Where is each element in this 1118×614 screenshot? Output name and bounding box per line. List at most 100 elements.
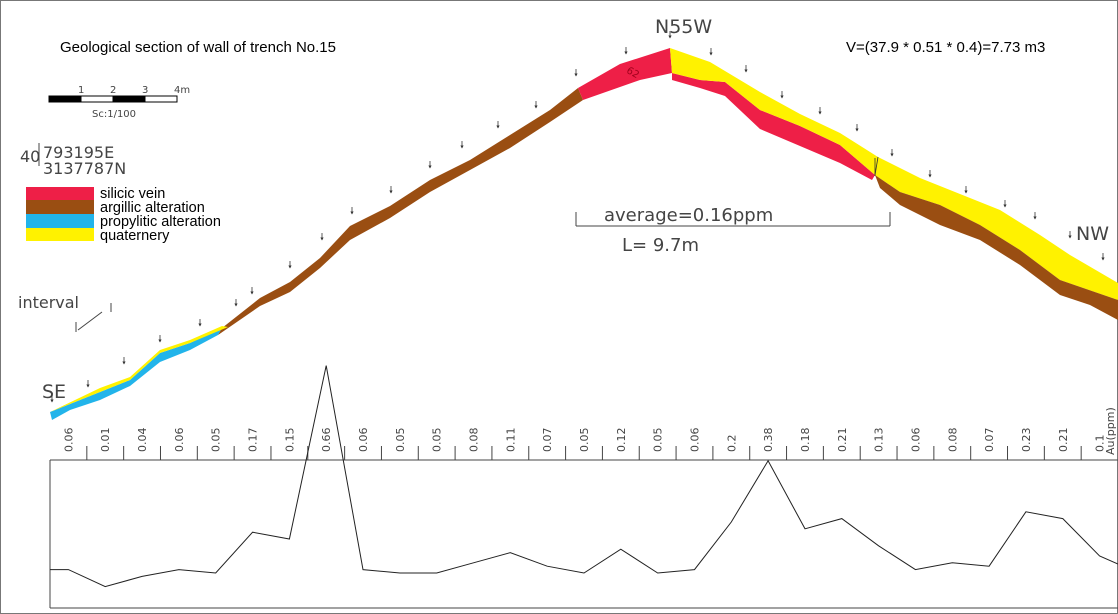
sample-arrow-head <box>389 190 393 194</box>
orientation-end-label: NW <box>1076 223 1109 245</box>
sample-value-label: 0.01 <box>99 428 112 453</box>
quaternery-layer-ne-upper <box>670 48 878 175</box>
sample-value-label: 0.04 <box>136 428 149 453</box>
sample-value-label: 0.05 <box>394 428 407 453</box>
sample-arrow-head <box>534 105 538 109</box>
legend-swatch-silicic <box>26 187 94 200</box>
cross-section: 62 <box>50 48 1118 420</box>
sample-arrow-head <box>496 125 500 129</box>
sample-value-label: 0.06 <box>688 428 701 453</box>
scale-tick-4m: 4m <box>174 85 190 96</box>
sample-arrow-head <box>86 384 90 388</box>
legend-label-argillic: argillic alteration <box>100 200 205 216</box>
argillic-layer-ne <box>875 175 1118 320</box>
length-note: L= 9.7m <box>622 235 699 256</box>
average-note: average=0.16ppm <box>604 205 773 226</box>
sample-value-label: 0.06 <box>909 428 922 453</box>
scale-tick-2: 2 <box>110 85 116 96</box>
sample-value-label: 0.12 <box>615 428 628 453</box>
silicic-vein-ne <box>672 73 875 180</box>
legend-label-propylitic: propylitic alteration <box>100 214 221 230</box>
sample-arrow-head <box>709 52 713 56</box>
scale-tick-1: 1 <box>78 85 84 96</box>
sample-arrow-head <box>350 211 354 215</box>
sample-arrow-head <box>1068 235 1072 239</box>
sample-value-label: 0.15 <box>283 428 296 453</box>
sample-arrow-head <box>855 128 859 132</box>
coordinate-zone: 40 <box>20 147 40 166</box>
sample-arrow-head <box>624 51 628 55</box>
coordinate-block: 40 793195E 3137787N <box>20 143 126 178</box>
coordinate-northing: 3137787N <box>43 159 126 178</box>
scale-label: Sc:1/100 <box>92 109 136 120</box>
sample-arrow-head <box>122 361 126 365</box>
sample-value-label: 0.1 <box>1094 435 1107 453</box>
sample-arrow-head <box>780 95 784 99</box>
interval-label: interval <box>18 293 79 312</box>
legend-label-quaternery: quaternery <box>100 228 170 244</box>
legend-swatch-argillic <box>26 200 94 214</box>
unit-label: Au(ppm) <box>1104 407 1117 455</box>
sample-value-label: 0.23 <box>1020 428 1033 453</box>
sample-value-label: 0.18 <box>799 428 812 453</box>
legend-label-silicic: silicic vein <box>100 186 165 202</box>
sample-arrow-head <box>818 111 822 115</box>
average-bracket: average=0.16ppm L= 9.7m <box>575 205 891 256</box>
legend: silicic vein argillic alteration propyli… <box>26 186 221 244</box>
sample-value-label: 0.08 <box>468 428 481 453</box>
scale-bar: 1 2 3 4m Sc:1/100 <box>48 85 190 120</box>
sample-value-label: 0.07 <box>983 428 996 453</box>
sample-value-label: 0.21 <box>836 428 849 453</box>
interval-annotation: interval <box>18 293 112 332</box>
quaternery-layer-sw <box>50 326 228 412</box>
sample-arrows <box>50 31 1105 403</box>
sample-value-label: 0.06 <box>357 428 370 453</box>
sample-arrow-head <box>744 69 748 73</box>
sample-arrow-head <box>890 153 894 157</box>
sample-arrow-head <box>198 323 202 327</box>
propylitic-layer <box>50 328 222 420</box>
sample-value-label: 0.08 <box>946 428 959 453</box>
orientation-top-label: N55W <box>655 16 712 38</box>
diagram-title: Geological section of wall of trench No.… <box>60 39 336 56</box>
sample-arrow-head <box>428 165 432 169</box>
argillic-layer-sw <box>218 88 583 335</box>
sample-arrow-head <box>1101 257 1105 261</box>
sample-value-label: 0.07 <box>541 428 554 453</box>
sample-value-label: 0.21 <box>1057 428 1070 453</box>
sample-arrow-head <box>158 339 162 343</box>
sample-arrow-head <box>50 399 54 403</box>
sample-arrow-head <box>250 291 254 295</box>
sample-arrow-head <box>1003 204 1007 208</box>
legend-swatch-propylitic <box>26 214 94 228</box>
coordinate-easting: 793195E <box>43 143 114 162</box>
silicic-vein-top <box>578 48 672 100</box>
sample-value-label: 0.13 <box>873 428 886 453</box>
sample-arrow-head <box>574 73 578 77</box>
sample-arrow-head <box>964 190 968 194</box>
sample-arrow-head <box>288 265 292 269</box>
sample-value-label: 0.05 <box>431 428 444 453</box>
sample-arrow-head <box>460 145 464 149</box>
quaternery-layer-ne-lower <box>875 157 1118 300</box>
sample-value-label: 0.06 <box>62 428 75 453</box>
legend-swatch-quaternery <box>26 228 94 241</box>
sample-arrow-head <box>1033 216 1037 220</box>
sample-arrow-head <box>320 237 324 241</box>
sample-value-label: 0.11 <box>504 428 517 453</box>
au-profile-line <box>50 365 1118 588</box>
sample-value-label: 0.05 <box>210 428 223 453</box>
sample-value-label: 0.66 <box>320 428 333 453</box>
orientation-start-label: SE <box>42 381 66 403</box>
sample-arrow-head <box>234 303 238 307</box>
sample-value-label: 0.05 <box>578 428 591 453</box>
sample-value-label: 0.05 <box>652 428 665 453</box>
sample-value-label: 0.38 <box>762 428 775 453</box>
sample-arrow-head <box>668 35 672 39</box>
sample-value-label: 0.2 <box>725 435 738 453</box>
volume-formula: V=(37.9 * 0.51 * 0.4)=7.73 m3 <box>846 39 1045 56</box>
